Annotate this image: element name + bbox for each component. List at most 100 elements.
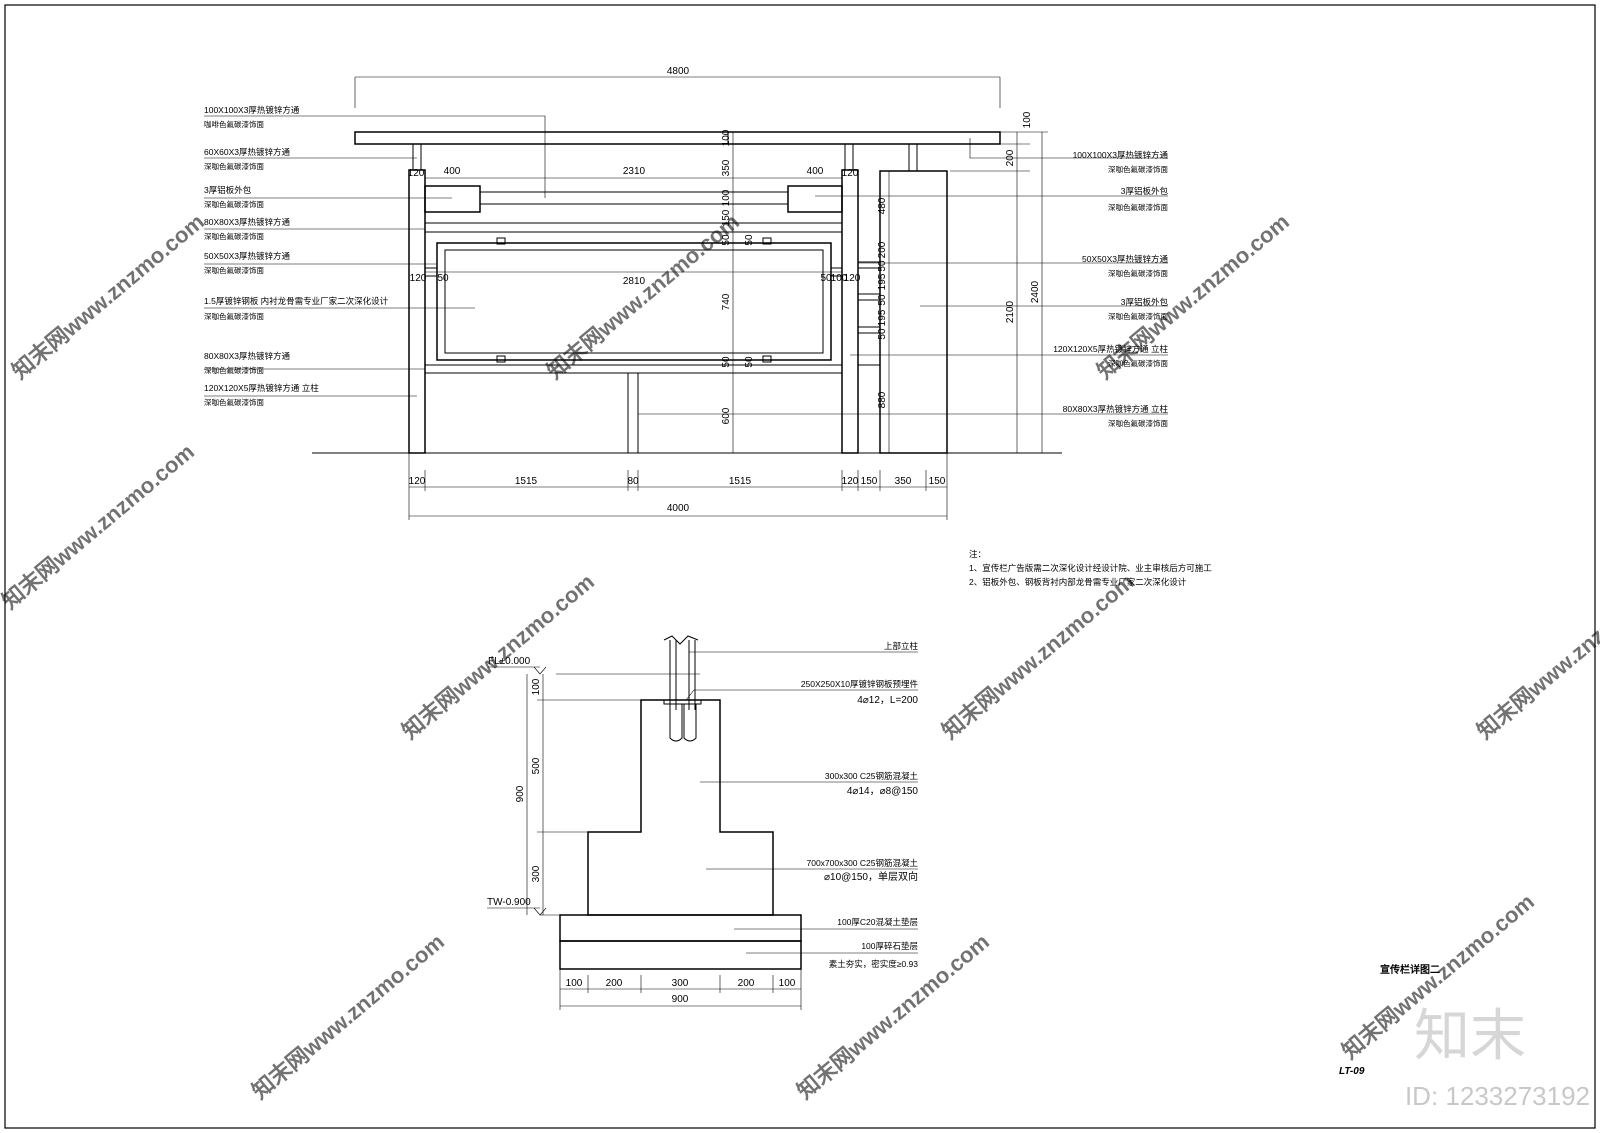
dim-middle: 2310: [623, 166, 646, 177]
roof-post-left: [412, 143, 422, 171]
svg-text:100: 100: [721, 129, 732, 146]
svg-text:深咖色氟碳漆饰面: 深咖色氟碳漆饰面: [1108, 164, 1168, 174]
svg-text:120: 120: [842, 476, 859, 487]
sign-board-frame: [436, 242, 832, 361]
svg-text:50: 50: [744, 356, 755, 368]
note-1: 1、宣传栏广告版需二次深化设计经设计院、业主审核后方可施工: [969, 563, 1212, 573]
label-left-3: 3厚铝板外包: [204, 185, 252, 195]
svg-text:⌀10@150，单层双向: ⌀10@150，单层双向: [824, 870, 918, 883]
label-c20-bed: 100厚C20混凝土垫层: [837, 917, 918, 927]
svg-text:50: 50: [744, 234, 755, 246]
elevation-view: 4800 400 2310 400 2810 120 50 50 100 120…: [204, 66, 1168, 520]
svg-text:100: 100: [779, 978, 796, 989]
svg-text:195: 195: [877, 273, 888, 290]
dim-left-panel: 400: [444, 166, 461, 177]
label-left-4: 80X80X3厚热镀锌方通: [204, 217, 290, 227]
svg-text:深咖色氟碳漆饰面: 深咖色氟碳漆饰面: [1108, 358, 1168, 368]
watermark-logo: 知末: [1414, 1004, 1526, 1067]
label-right-5: 120X120X5厚热镀锌方通 立柱: [1053, 344, 1168, 354]
c20-concrete-bed: [559, 914, 802, 942]
watermark-text-9: 知末网www.znzmo.com: [792, 929, 994, 1104]
label-left-8: 120X120X5厚热镀锌方通 立柱: [204, 383, 319, 393]
watermark-text-6: 知末网www.znzmo.com: [937, 569, 1139, 744]
roof-post-right: [908, 143, 918, 172]
label-left-1: 100X100X3厚热镀锌方通: [204, 105, 300, 115]
label-left-2: 60X60X3厚热镀锌方通: [204, 147, 290, 157]
svg-text:200: 200: [606, 978, 623, 989]
svg-text:880: 880: [877, 391, 888, 408]
dim-height-2100: 2100: [1005, 300, 1016, 323]
level-tw: TW-0.900: [487, 897, 531, 908]
dim-post-right: 120: [842, 168, 859, 179]
dim-height-2400: 2400: [1030, 280, 1041, 303]
notes-title: 注：: [969, 549, 986, 559]
svg-text:深咖色氟碳漆饰面: 深咖色氟碳漆饰面: [204, 231, 264, 241]
elevation-right-labels: 100X100X3厚热镀锌方通 深咖色氟碳漆饰面 3厚铝板外包 深咖色氟碳漆饰面…: [638, 138, 1168, 428]
label-right-4: 3厚铝板外包: [1121, 297, 1169, 307]
svg-text:150: 150: [721, 209, 732, 226]
roof-beam: [354, 131, 1001, 145]
label-footing: 700x700x300 C25钢筋混凝土: [806, 858, 918, 868]
svg-text:50: 50: [721, 356, 732, 368]
dim-overall-width: 4800: [667, 66, 690, 77]
svg-text:150: 150: [861, 476, 878, 487]
foundation-section: FL±0.000 TW-0.900 100 500 300 900 100 20…: [487, 635, 919, 1010]
column-left: [408, 169, 426, 454]
dim-left-gap: 50: [437, 273, 449, 284]
column-right: [841, 169, 859, 454]
dim-roof-thickness: 100: [1022, 111, 1033, 128]
svg-text:600: 600: [721, 407, 732, 424]
dim-post-left: 120: [408, 168, 425, 179]
svg-text:50: 50: [877, 294, 888, 306]
dim-right-inner: 100: [831, 273, 848, 284]
dim-right-gap: 50: [820, 273, 832, 284]
label-left-7: 80X80X3厚热镀锌方通: [204, 351, 290, 361]
svg-text:350: 350: [895, 476, 912, 487]
gravel-bed: [559, 940, 802, 970]
svg-text:深咖色氟碳漆饰面: 深咖色氟碳漆饰面: [204, 365, 264, 375]
label-embedded-plate: 250X250X10厚镀锌钢板预埋件: [801, 679, 919, 689]
svg-text:深咖色氟碳漆饰面: 深咖色氟碳漆饰面: [204, 199, 264, 209]
concrete-pedestal-footing: [587, 699, 774, 916]
svg-text:195: 195: [877, 309, 888, 326]
svg-text:200: 200: [738, 978, 755, 989]
svg-text:100: 100: [721, 189, 732, 206]
svg-text:350: 350: [721, 159, 732, 176]
svg-text:1515: 1515: [515, 476, 538, 487]
svg-text:100: 100: [566, 978, 583, 989]
foundation-labels: 上部立柱 250X250X10厚镀锌钢板预埋件 4⌀12，L=200 300x3…: [685, 641, 919, 969]
side-column-panel: [879, 170, 948, 454]
dim-col-left-width: 120: [410, 273, 427, 284]
svg-text:深咖色氟碳漆饰面: 深咖色氟碳漆饰面: [1108, 311, 1168, 321]
drawing-title: 宣传栏详图二: [1380, 963, 1440, 976]
watermark-text-7: 知末网www.znzmo.com: [1472, 569, 1600, 744]
watermark-id: ID: 1233273192: [1405, 1081, 1590, 1111]
foundation-dim-total: 900: [672, 994, 689, 1005]
label-compacted-soil: 素土夯实，密实度≥0.93: [829, 959, 918, 969]
dims-vertical-column: 480 200 50 195 50 195 50 880: [877, 197, 888, 408]
dims-bottom: 120 1515 80 1515 120 150 350 150: [409, 476, 946, 487]
svg-text:1515: 1515: [729, 476, 752, 487]
label-right-2: 3厚铝板外包: [1121, 186, 1169, 196]
svg-text:深咖色氟碳漆饰面: 深咖色氟碳漆饰面: [204, 161, 264, 171]
label-right-6: 80X80X3厚热镀锌方通 立柱: [1063, 404, 1169, 414]
dim-found-300: 300: [531, 865, 542, 882]
roof-post-mid: [844, 143, 854, 171]
level-fl: FL±0.000: [488, 656, 531, 667]
svg-text:150: 150: [929, 476, 946, 487]
dim-col-right-width: 120: [844, 273, 861, 284]
label-pedestal: 300x300 C25钢筋混凝土: [825, 771, 919, 781]
watermark-text-4: 知末网www.znzmo.com: [0, 439, 199, 614]
svg-text:深咖色氟碳漆饰面: 深咖色氟碳漆饰面: [1108, 418, 1168, 428]
svg-text:深咖色氟碳漆饰面: 深咖色氟碳漆饰面: [1108, 202, 1168, 212]
sheet-border: [4, 4, 1596, 1129]
svg-text:740: 740: [721, 293, 732, 310]
svg-text:50: 50: [877, 328, 888, 340]
dim-found-total: 900: [515, 785, 526, 802]
svg-text:4⌀14，⌀8@150: 4⌀14，⌀8@150: [847, 786, 919, 797]
label-right-3: 50X50X3厚热镀锌方通: [1082, 254, 1168, 264]
watermark-text-1: 知末网www.znzmo.com: [7, 209, 209, 384]
foundation-dims-bottom: 100 200 300 200 100: [566, 978, 796, 989]
sign-board-panel: [444, 249, 824, 354]
dim-found-100: 100: [531, 678, 542, 695]
